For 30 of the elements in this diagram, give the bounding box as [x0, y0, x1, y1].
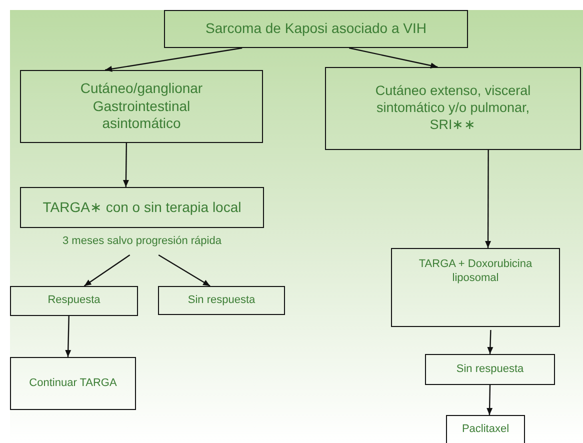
process-box: [391, 248, 560, 327]
arrow: [486, 384, 493, 416]
process-box: [20, 187, 264, 228]
arrow: [487, 330, 494, 354]
node-text: Respuesta: [48, 294, 100, 308]
node-text: Paclitaxel: [462, 423, 510, 437]
process-box: [20, 70, 263, 143]
node-text: TARGA + Doxorubicina liposomal: [418, 258, 534, 286]
process-box: [158, 286, 285, 315]
process-box: [10, 357, 136, 410]
node-text: Sin respuesta: [456, 362, 524, 376]
node-text: Sin respuesta: [188, 294, 256, 308]
arrow: [122, 143, 129, 187]
process-box: [425, 354, 555, 385]
process-box: [446, 415, 525, 443]
node-text: Sarcoma de Kaposi asociado a VIH: [205, 20, 426, 38]
arrow: [485, 150, 492, 248]
arrow: [349, 47, 438, 68]
arrow: [84, 254, 130, 286]
note-text: 3 meses salvo progresión rápida: [62, 234, 222, 249]
node-text: Continuar TARGA: [29, 376, 117, 390]
arrow: [158, 254, 210, 287]
node-text: Cutáneo/ganglionar Gastrointestinal asintomático: [79, 80, 204, 133]
node-text: TARGA∗ con o sin terapia local: [42, 198, 242, 216]
arrow: [65, 316, 72, 358]
process-box: [325, 67, 581, 150]
node-text: Cutáneo extenso, visceral sintomático y/o pulmonar, SRI∗∗: [374, 83, 532, 134]
process-box: [164, 10, 468, 48]
arrow: [104, 47, 242, 72]
process-box: [10, 286, 138, 316]
